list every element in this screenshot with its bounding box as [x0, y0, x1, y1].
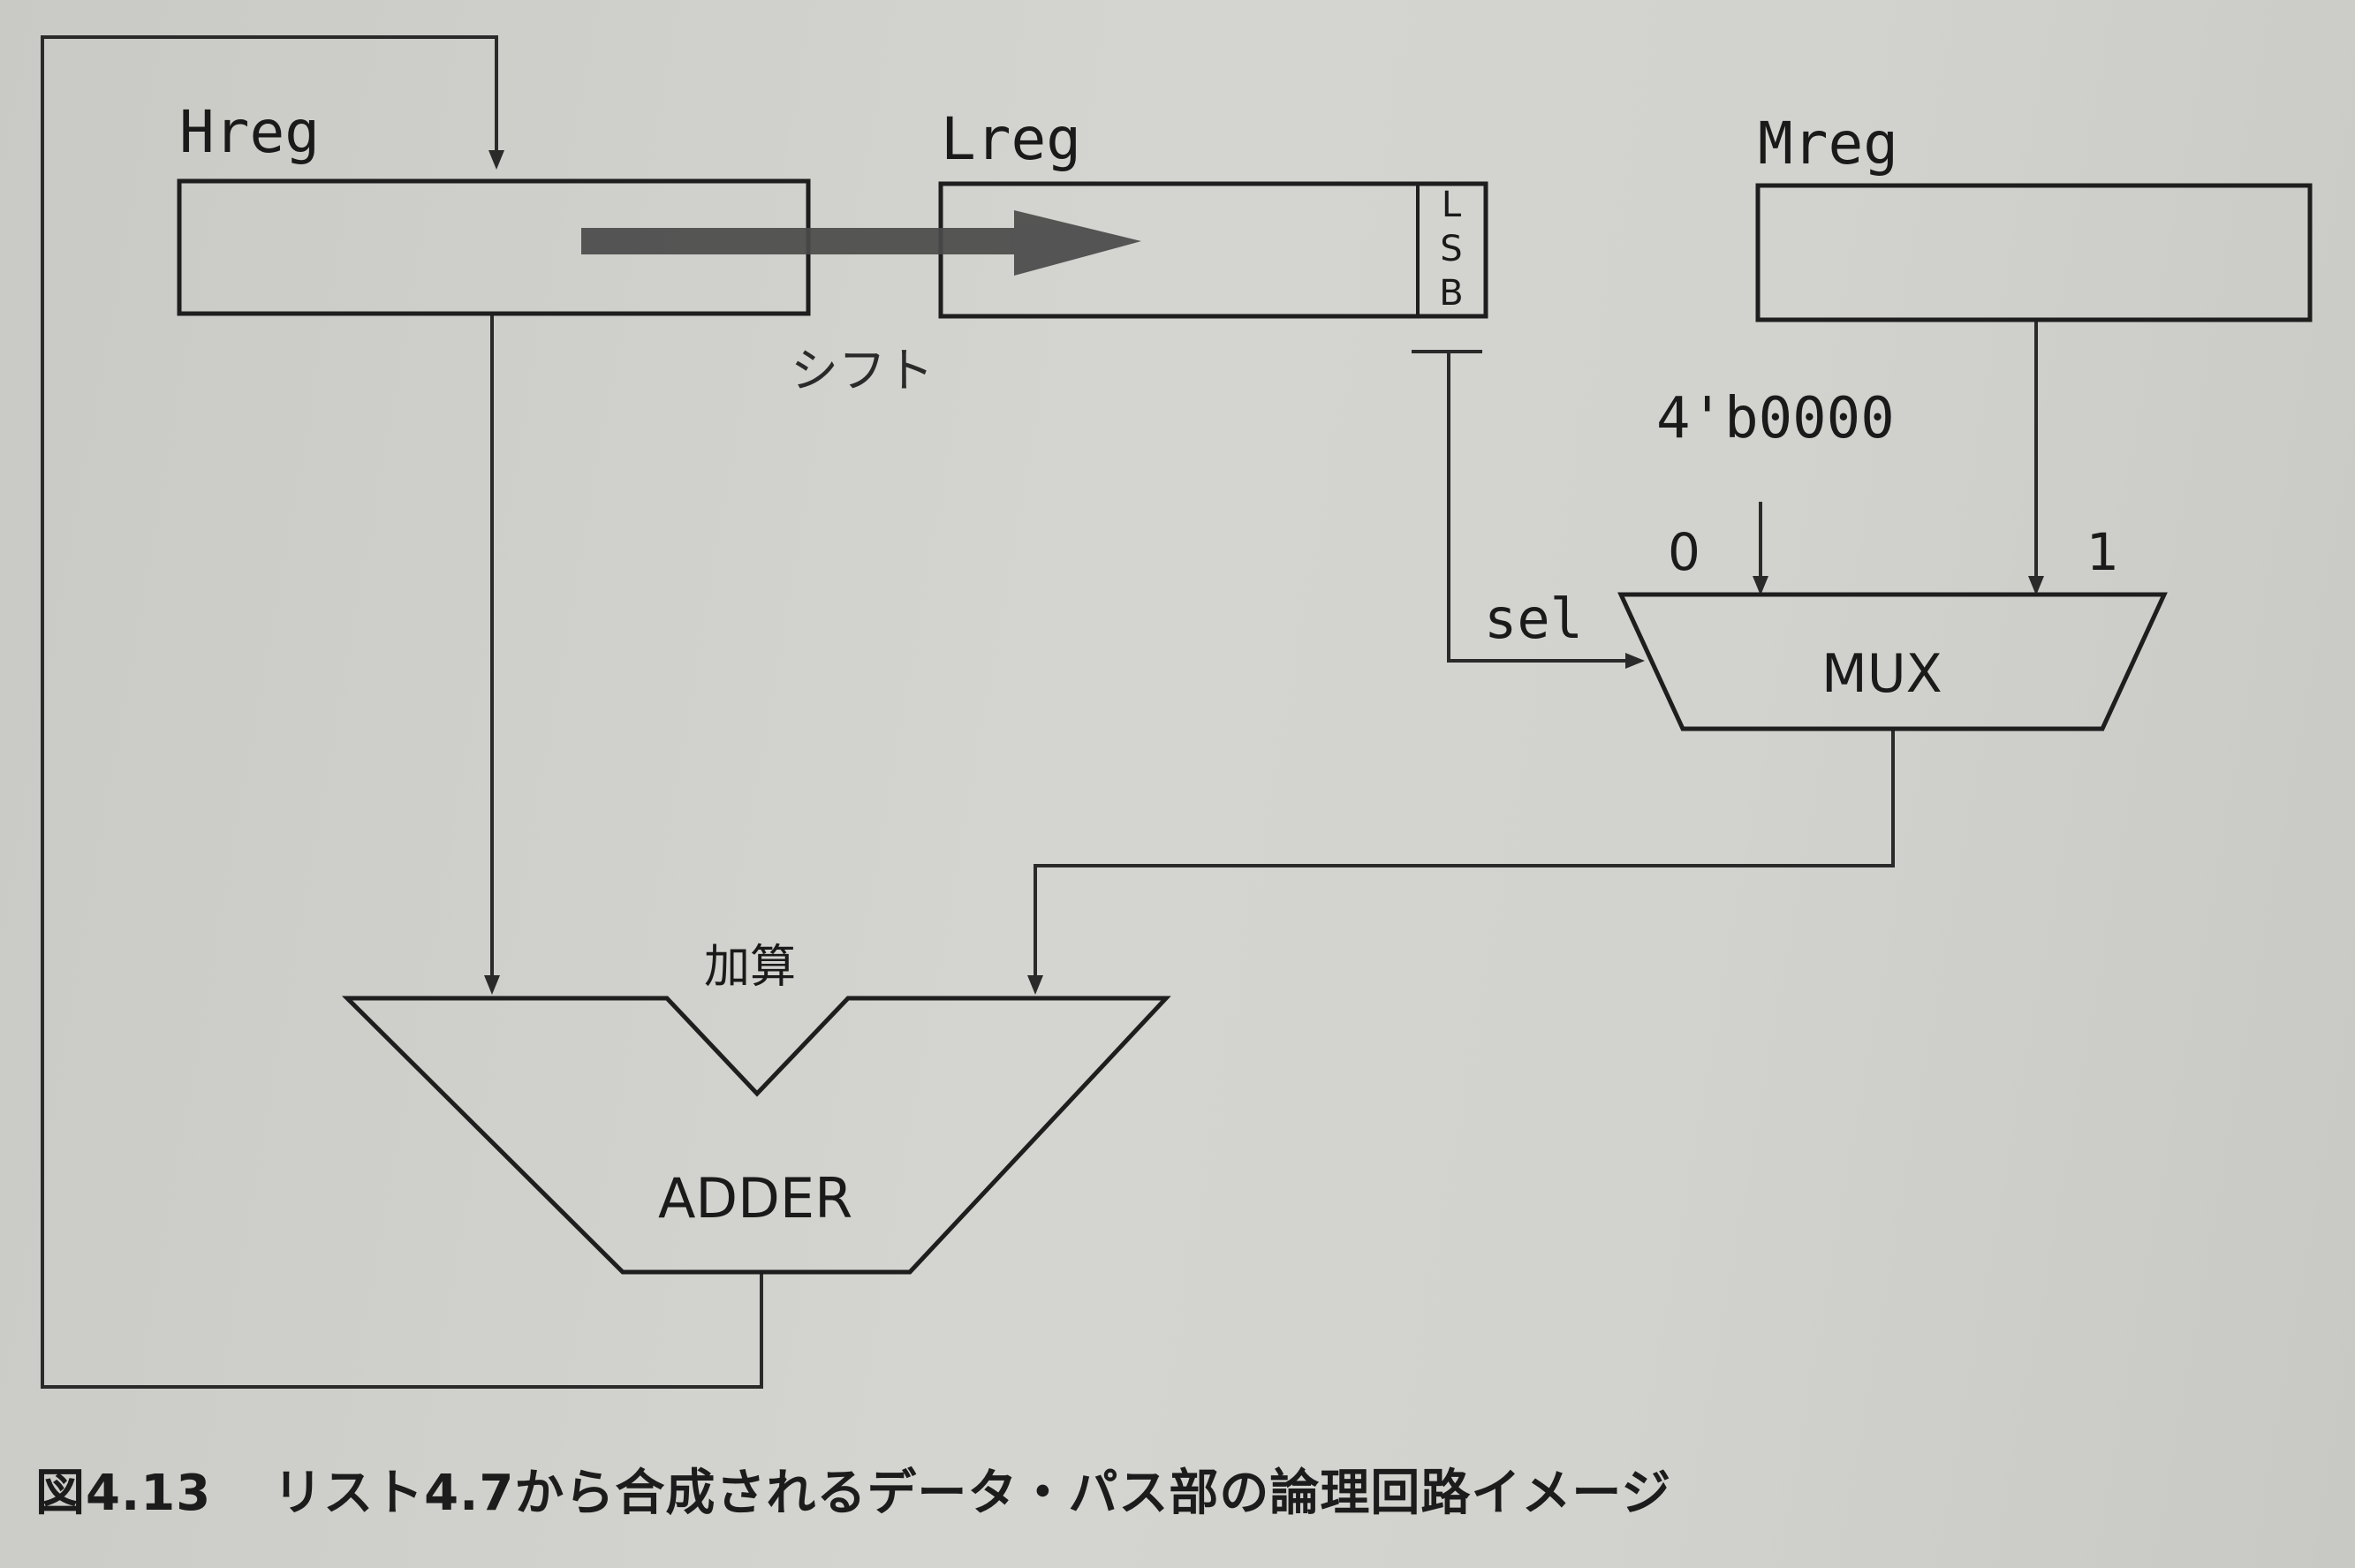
svg-text:S: S: [1440, 229, 1462, 269]
arrowhead-mux-0: [1753, 576, 1768, 595]
figure-caption-text: リスト4.7から合成されるデータ・パス部の論理回路イメージ: [273, 1465, 1672, 1522]
shift-label: シフト: [791, 343, 934, 398]
arrowhead-mux-1: [2028, 576, 2044, 595]
mreg-label: Mreg: [1758, 110, 1898, 178]
hreg-label: Hreg: [179, 98, 320, 166]
feedback-wire: [41, 35, 763, 1389]
mux-to-adder-wire: [1034, 729, 1895, 981]
svg-text:B: B: [1439, 273, 1463, 314]
figure-caption: 図4.13 リスト4.7から合成されるデータ・パス部の論理回路イメージ: [35, 1453, 1671, 1525]
adder-label: ADDER: [658, 1166, 852, 1231]
arrowhead-hreg-in: [488, 150, 504, 170]
adder-block: [347, 998, 1166, 1272]
mux-label: MUX: [1821, 643, 1942, 705]
lsb-to-sel-wire: [1447, 352, 1630, 663]
mux-input-0-label: 0: [1668, 522, 1700, 582]
lreg-label: Lreg: [941, 105, 1081, 173]
mreg-box: [1755, 183, 2313, 322]
adder-title: 加算: [704, 941, 796, 994]
arrowhead-adder-right: [1027, 975, 1043, 995]
arrowhead-adder-left: [484, 975, 500, 995]
adder-outline: [341, 996, 1171, 1275]
lsb-label: L S B: [1439, 185, 1463, 314]
figure-number: 図4.13: [35, 1465, 212, 1522]
arrowhead-sel: [1625, 653, 1645, 669]
svg-text:L: L: [1442, 185, 1462, 225]
mux-block: [1617, 592, 2168, 731]
mux-sel-label: sel: [1484, 587, 1583, 651]
shift-arrow: [581, 210, 1141, 276]
mux-input-1-label: 1: [2086, 522, 2119, 582]
constant-label: 4'b0000: [1656, 386, 1895, 451]
